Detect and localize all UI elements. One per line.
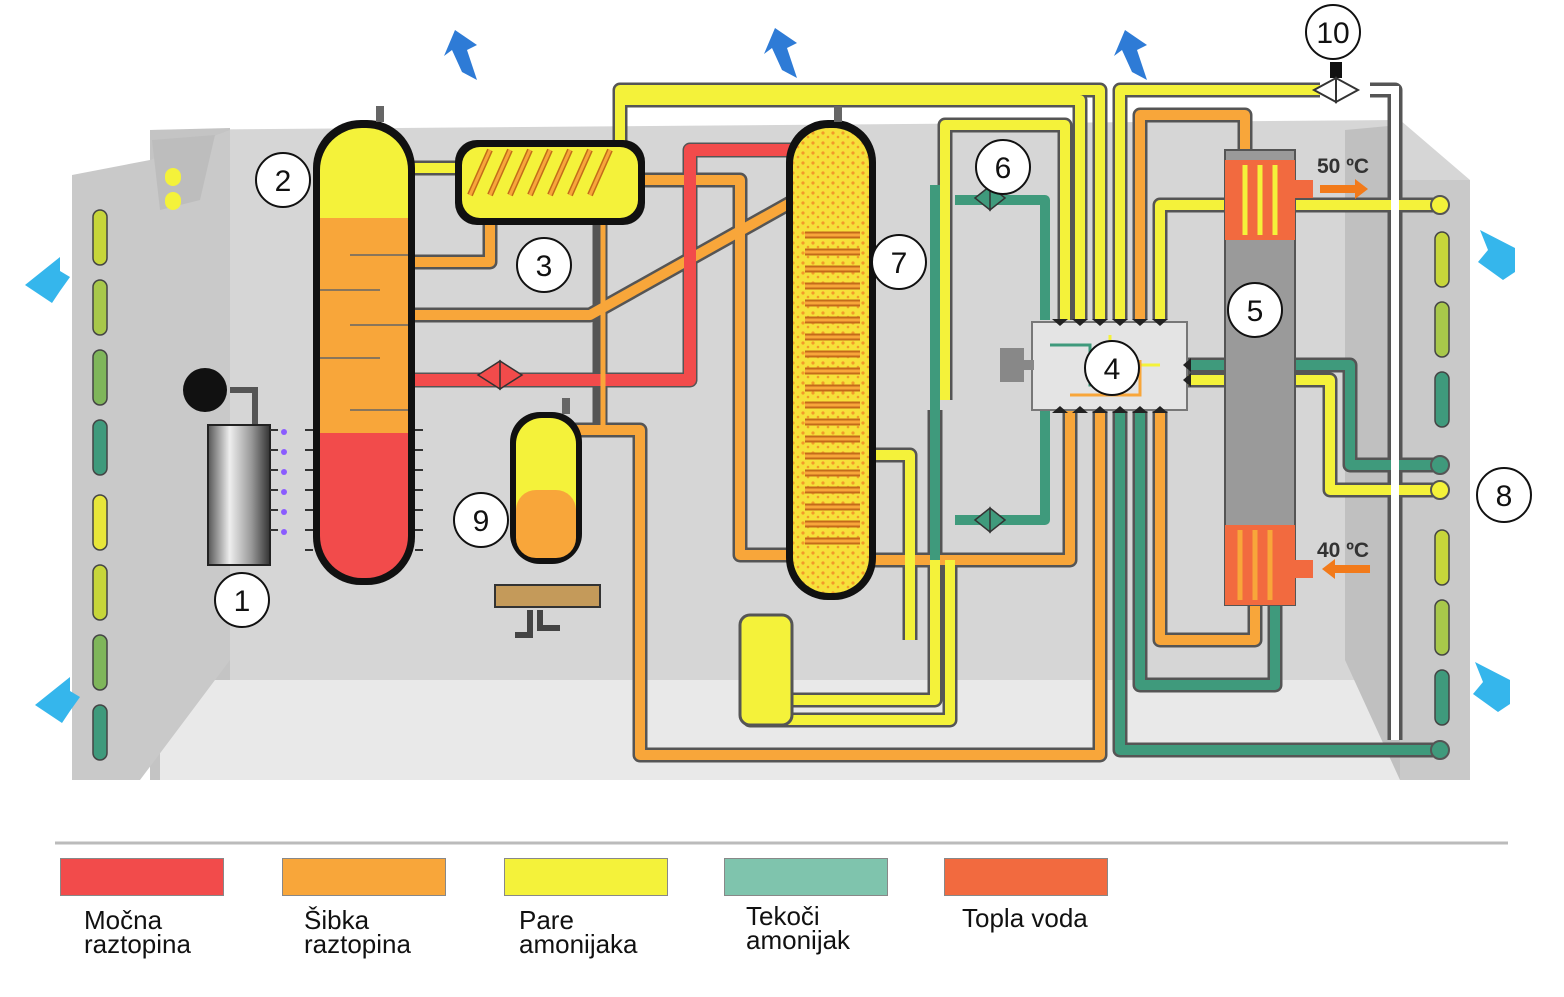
marker-6: 6 (975, 139, 1031, 195)
svg-text:9: 9 (473, 505, 490, 538)
svg-text:7: 7 (891, 247, 908, 280)
legend-swatch-ammonia-vapour (504, 858, 668, 896)
legend-label-hot-water: Topla voda (962, 903, 1088, 933)
svg-text:5: 5 (1247, 295, 1264, 328)
legend-swatch-weak-solution (282, 858, 446, 896)
marker-1: 1 (214, 572, 270, 628)
temperature-arrows (1320, 179, 1370, 579)
svg-text:1: 1 (234, 585, 251, 618)
marker-7: 7 (871, 234, 927, 290)
legend-liquid-ammonia: Tekoči amonijak (724, 858, 894, 955)
expansion-valve-icon (476, 359, 524, 391)
left-coil-fins (92, 168, 181, 761)
rectifier (455, 140, 645, 225)
svg-text:2: 2 (275, 165, 292, 198)
ammonia-vapour-pipes (410, 85, 1440, 725)
svg-text:10: 10 (1316, 17, 1349, 50)
inlet-temperature: 40 ºC (1317, 539, 1369, 562)
legend-label-ammonia-vapour: Pare amonijaka (519, 905, 638, 959)
vapour-receiver (738, 613, 794, 727)
marker-4: 4 (1084, 340, 1140, 396)
air-flow-arrow-icon (25, 230, 1515, 723)
expansion-valve-icon (1311, 62, 1361, 104)
legend-label-weak-solution: Šibka raztopina (304, 905, 411, 959)
marker-5: 5 (1227, 282, 1283, 338)
marker-9: 9 (453, 492, 509, 548)
legend-swatch-liquid-ammonia (724, 858, 888, 896)
right-coil-fins (1434, 231, 1450, 726)
white-return-line (1370, 86, 1399, 740)
expansion-valve-icon (973, 184, 1007, 534)
hot-water-heat-exchanger (1224, 149, 1313, 606)
legend-label-strong-solution: Močna raztopina (84, 905, 191, 959)
svg-text:8: 8 (1496, 480, 1513, 513)
svg-text:3: 3 (536, 250, 553, 283)
marker-10: 10 (1305, 4, 1361, 60)
solution-pump (494, 398, 601, 638)
outlet-temperature: 50 ºC (1317, 155, 1369, 178)
generator-column (305, 106, 423, 585)
legend-swatch-strong-solution (60, 858, 224, 896)
legend-ammonia-vapour: Pare amonijaka (504, 858, 674, 959)
marker-2: 2 (255, 152, 311, 208)
svg-text:4: 4 (1104, 353, 1121, 386)
marker-3: 3 (516, 237, 572, 293)
legend-weak-solution: Šibka raztopina (282, 858, 452, 959)
weak-solution-pipes (410, 110, 1260, 760)
burner-icon (183, 368, 287, 566)
svg-text:6: 6 (995, 152, 1012, 185)
legend-hot-water: Topla voda (944, 858, 1114, 933)
legend-label-liquid-ammonia: Tekoči amonijak (746, 901, 851, 955)
marker-8: 8 (1476, 467, 1532, 523)
legend-strong-solution: Močna raztopina (60, 858, 230, 959)
legend-swatch-hot-water (944, 858, 1108, 896)
air-flow-arrow-icon (444, 28, 1147, 80)
absorber (786, 106, 876, 600)
pipe-end-caps (1430, 195, 1450, 760)
